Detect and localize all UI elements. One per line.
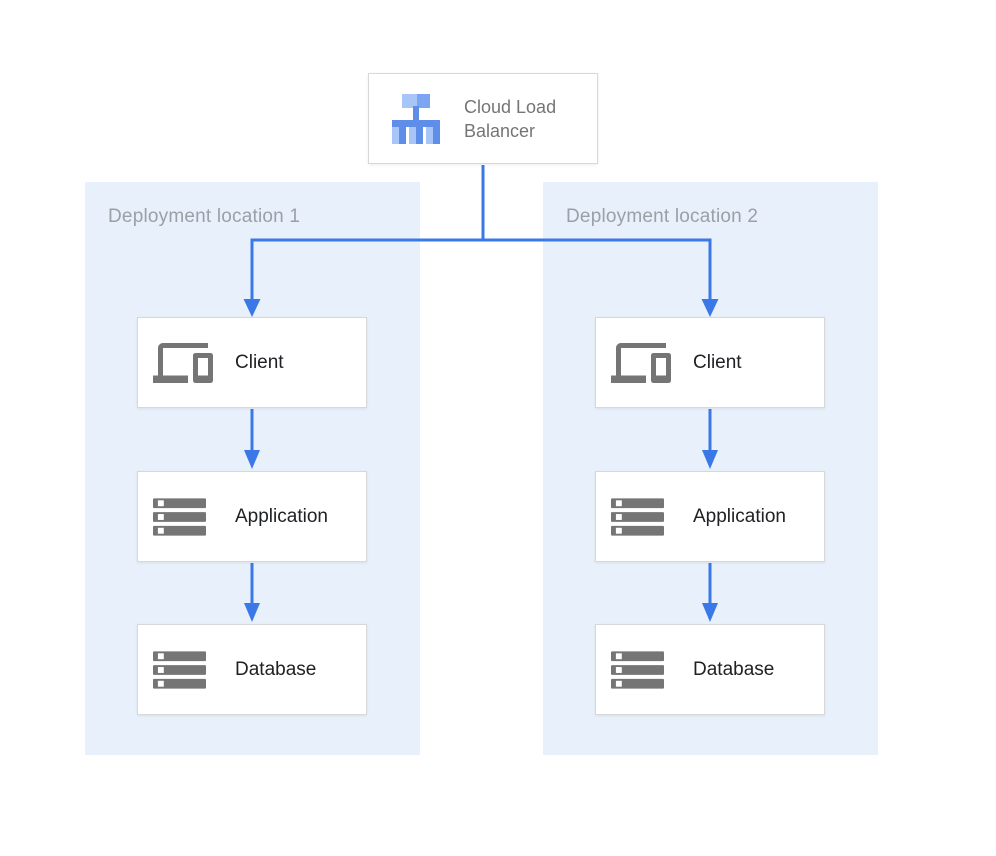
node-label: Client [235, 351, 284, 373]
lb-label-line2: Balancer [464, 120, 536, 141]
server-stack-icon [611, 650, 693, 689]
node-label: Database [235, 658, 317, 680]
node-database-1: Database [137, 624, 367, 715]
node-label: Cloud Load Balancer [464, 95, 556, 143]
node-label: Application [235, 505, 328, 527]
region-label: Deployment location 2 [566, 206, 759, 227]
lb-label-line1: Cloud Load [464, 96, 557, 117]
load-balancer-icon [388, 92, 464, 146]
server-stack-icon [153, 650, 235, 689]
node-client-1: Client [137, 317, 367, 408]
node-application-2: Application [595, 471, 825, 562]
devices-icon [611, 333, 693, 393]
node-cloud-load-balancer: Cloud Load Balancer [368, 73, 598, 164]
node-database-2: Database [595, 624, 825, 715]
node-label: Client [693, 351, 742, 373]
node-client-2: Client [595, 317, 825, 408]
node-application-1: Application [137, 471, 367, 562]
server-stack-icon [153, 497, 235, 536]
node-label: Database [693, 658, 775, 680]
devices-icon [153, 333, 235, 393]
server-stack-icon [611, 497, 693, 536]
node-label: Application [693, 505, 786, 527]
region-label: Deployment location 1 [108, 206, 301, 227]
